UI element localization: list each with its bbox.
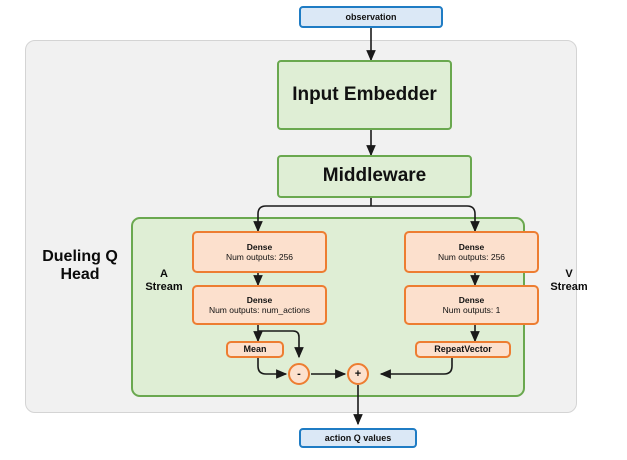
a-stream-label-line2: Stream [145,280,183,293]
dueling-q-head-label-line2: Head [60,266,100,284]
a-stream-label: A Stream [138,268,190,293]
input-embedder-label: Input Embedder [292,83,437,105]
subtract-operator-symbol: - [297,367,301,380]
input-embedder-node[interactable]: Input Embedder [277,60,452,130]
a-dense-256-type: Dense [246,241,273,252]
repeat-vector-label: RepeatVector [434,344,492,355]
repeat-vector-node[interactable]: RepeatVector [415,341,511,358]
a-dense-256-node[interactable]: Dense Num outputs: 256 [192,231,327,273]
a-dense-num-actions-detail: Num outputs: num_actions [208,305,311,315]
mean-node[interactable]: Mean [226,341,284,358]
v-dense-256-node[interactable]: Dense Num outputs: 256 [404,231,539,273]
action-q-values-label: action Q values [324,432,392,443]
v-stream-label-line1: V [565,268,573,280]
dueling-q-head-label-line1: Dueling Q [42,248,118,265]
v-dense-1-type: Dense [458,294,485,305]
observation-label: observation [345,11,397,22]
a-dense-num-actions-node[interactable]: Dense Num outputs: num_actions [192,285,327,325]
a-stream-label-line1: A [160,268,168,280]
middleware-node[interactable]: Middleware [277,155,472,198]
v-dense-1-detail: Num outputs: 1 [442,305,501,315]
add-operator-node[interactable]: + [347,363,369,385]
add-operator-symbol: + [354,367,362,380]
observation-node[interactable]: observation [299,6,443,28]
v-dense-256-detail: Num outputs: 256 [437,252,506,262]
v-dense-1-node[interactable]: Dense Num outputs: 1 [404,285,539,325]
v-stream-label-line2: Stream [550,280,588,293]
action-q-values-node[interactable]: action Q values [299,428,417,448]
v-stream-label: V Stream [543,268,595,293]
a-dense-256-detail: Num outputs: 256 [225,252,294,262]
dueling-q-head-label: Dueling Q Head [30,248,130,285]
middleware-label: Middleware [322,165,427,187]
mean-label: Mean [243,344,267,355]
v-dense-256-type: Dense [458,241,485,252]
a-dense-num-actions-type: Dense [246,294,273,305]
subtract-operator-node[interactable]: - [288,363,310,385]
